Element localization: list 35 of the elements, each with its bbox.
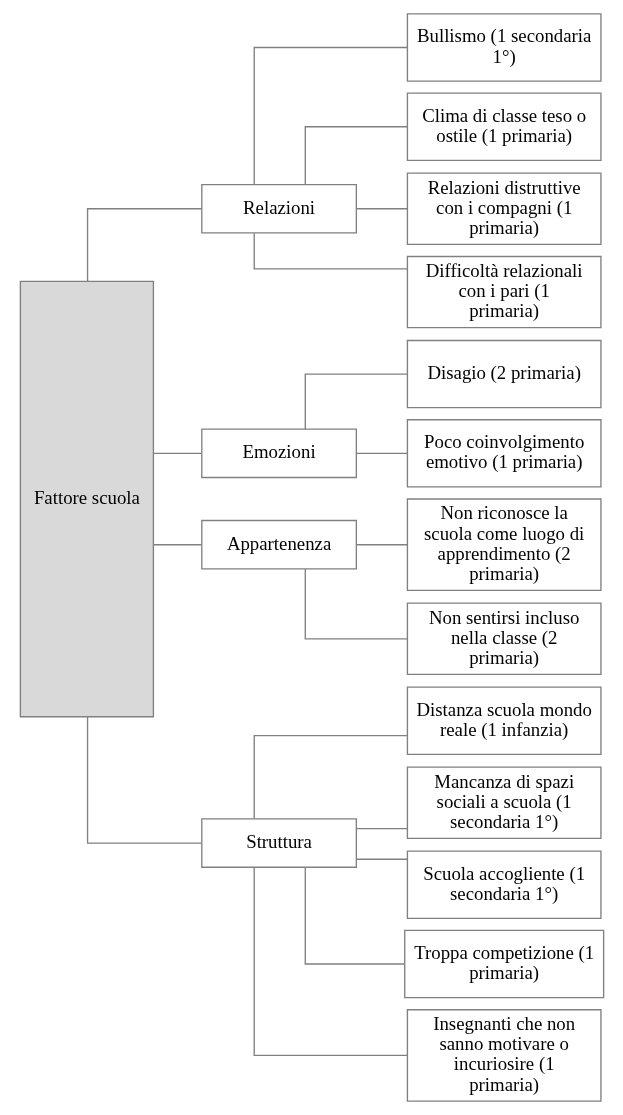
node-box: Disagio (2 primaria) xyxy=(406,339,602,409)
node-box: Troppa competizione (1 primaria) xyxy=(403,929,604,999)
node-box: Mancanza di spazi sociali a scuola (1 secondaria 1°) xyxy=(406,766,602,840)
node-box: Clima di classe teso o ostile (1 primaria) xyxy=(406,92,602,162)
node-box: Insegnanti che non sanno motivare o incuriosire (1 primaria) xyxy=(406,1009,602,1102)
node-box: Struttura xyxy=(200,818,357,868)
connector xyxy=(355,452,408,455)
node-box: Non sentirsi incluso nella classe (2 primaria) xyxy=(406,602,602,676)
connector xyxy=(304,373,408,430)
connector xyxy=(355,208,408,210)
connector xyxy=(304,568,408,640)
connector xyxy=(152,544,202,546)
connector xyxy=(253,734,408,820)
node-box: Bullismo (1 secondaria 1°) xyxy=(406,13,602,82)
connector xyxy=(253,232,408,270)
connector xyxy=(304,866,405,965)
node-box: Relazioni distruttive con i compagni (1 primaria) xyxy=(406,172,602,246)
node-box: Appartenenza xyxy=(200,519,357,570)
connector xyxy=(86,716,202,844)
node-box: Emozioni xyxy=(200,428,357,479)
node-box: Relazioni xyxy=(200,183,357,234)
node-box: Distanza scuola mondo reale (1 infanzia) xyxy=(406,686,602,756)
connector xyxy=(253,46,408,185)
node-box: Non riconosce la scuola come luogo di apprendimento (2 primaria) xyxy=(406,498,602,592)
connector xyxy=(355,858,408,860)
connector xyxy=(86,208,202,282)
node-box: Fattore scuola xyxy=(19,280,154,718)
connector xyxy=(253,866,408,1057)
connector xyxy=(304,126,408,185)
connector xyxy=(355,544,408,546)
node-box: Poco coinvolgimento emotivo (1 primaria) xyxy=(406,419,602,488)
connector xyxy=(355,827,408,830)
connector xyxy=(152,452,202,455)
node-box: Difficoltà relazionali con i pari (1 primaria) xyxy=(406,255,602,329)
node-box: Scuola accogliente (1 secondaria 1°) xyxy=(406,850,602,919)
